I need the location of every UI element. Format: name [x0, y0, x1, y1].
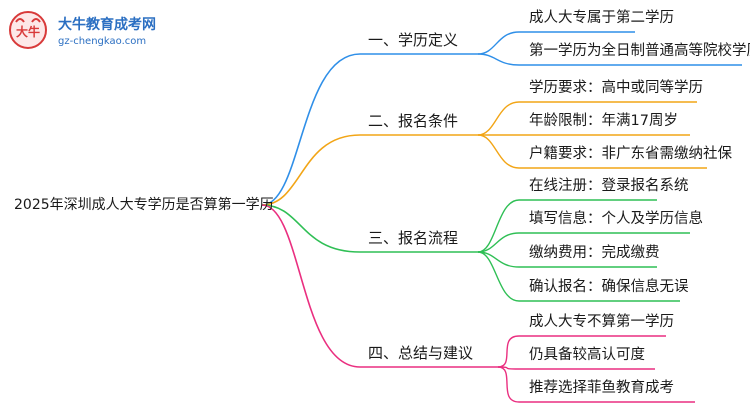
leaf-label: 户籍要求：非广东省需缴纳社保: [529, 146, 732, 162]
logo-url: gz-chengkao.com: [58, 36, 147, 47]
leaf-connector: [477, 53, 520, 66]
bull-logo-icon: 大牛: [9, 11, 47, 49]
logo-mark-text: 大牛: [16, 24, 40, 39]
branch-label: 四、总结与建议: [368, 344, 474, 362]
leaf-connector: [477, 101, 520, 136]
root-topic: 2025年深圳成人大专学历是否算第一学历: [14, 197, 274, 213]
branch-connector: [261, 53, 361, 206]
logo-title: 大牛教育成考网: [58, 17, 156, 33]
branch-connector: [261, 134, 361, 206]
leaf-label: 确认报名：确保信息无误: [529, 279, 689, 295]
branch-label: 二、报名条件: [368, 112, 459, 130]
leaf-label: 仍具备较高认可度: [529, 347, 645, 363]
leaf-label: 填写信息：个人及学历信息: [529, 211, 703, 227]
leaf-label: 学历要求：高中或同等学历: [529, 80, 703, 96]
branch-connector: [261, 204, 361, 253]
leaf-connector: [477, 251, 520, 302]
leaf-label: 在线注册：登录报名系统: [529, 178, 689, 194]
leaf-connector: [477, 199, 520, 253]
leaf-label: 成人大专不算第一学历: [529, 314, 674, 330]
leaf-connector: [477, 31, 520, 55]
leaf-connector: [497, 335, 520, 368]
leaf-connector: [497, 366, 520, 403]
leaf-label: 年龄限制：年满17周岁: [529, 113, 678, 129]
branch-label: 三、报名流程: [368, 229, 459, 247]
leaf-label: 推荐选择菲鱼教育成考: [529, 380, 674, 396]
site-logo: 大牛 大牛教育成考网 gz-chengkao.com: [6, 8, 176, 52]
leaf-label: 缴纳费用：完成缴费: [529, 245, 660, 261]
leaf-label: 成人大专属于第二学历: [529, 10, 674, 26]
branch-label: 一、学历定义: [368, 31, 459, 49]
branch-connector: [261, 204, 361, 368]
leaf-label: 第一学历为全日制普通高等院校学历: [529, 43, 750, 59]
leaf-connector: [477, 134, 520, 169]
leaf-connector: [477, 232, 520, 253]
